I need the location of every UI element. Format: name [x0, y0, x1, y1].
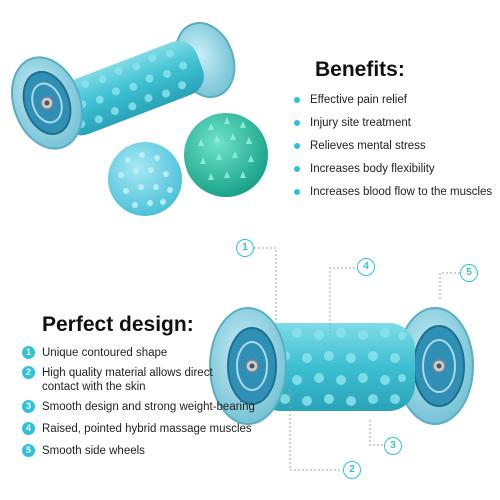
bottom-roller-left-wheel — [209, 307, 287, 425]
massage-ball-light — [108, 142, 182, 216]
bullet-dot-icon — [294, 97, 300, 103]
top-roller-front-wheel — [11, 56, 83, 150]
benefit-item: Relieves mental stress — [294, 139, 492, 162]
bottom-roller-body — [255, 323, 415, 411]
benefit-item: Increases body flexibility — [294, 162, 492, 185]
callout-lines — [254, 247, 460, 471]
number-badge-icon: 2 — [22, 366, 35, 379]
number-badge-icon: 4 — [22, 422, 35, 435]
callout-1: 1 — [236, 239, 254, 257]
callout-3: 3 — [384, 437, 402, 455]
bullet-dot-icon — [294, 166, 300, 172]
callout-5: 5 — [460, 264, 478, 282]
benefits-list: Effective pain relief Injury site treatm… — [294, 93, 492, 208]
benefit-item: Increases blood flow to the muscles — [294, 185, 492, 208]
number-badge-icon: 3 — [22, 400, 35, 413]
benefits-heading: Benefits: — [315, 58, 405, 81]
design-heading: Perfect design: — [42, 313, 194, 336]
massage-ball-green — [184, 113, 268, 197]
bullet-dot-icon — [294, 143, 300, 149]
benefit-item: Effective pain relief — [294, 93, 492, 116]
bottom-roller-right-wheel — [396, 307, 474, 425]
callout-2: 2 — [343, 461, 361, 479]
bullet-dot-icon — [294, 120, 300, 126]
bullet-dot-icon — [294, 189, 300, 195]
bottom-roller — [209, 307, 474, 425]
benefit-item: Injury site treatment — [294, 116, 492, 139]
number-badge-icon: 1 — [22, 346, 35, 359]
number-badge-icon: 5 — [22, 444, 35, 457]
top-roller — [11, 22, 236, 150]
callout-4: 4 — [357, 258, 375, 276]
